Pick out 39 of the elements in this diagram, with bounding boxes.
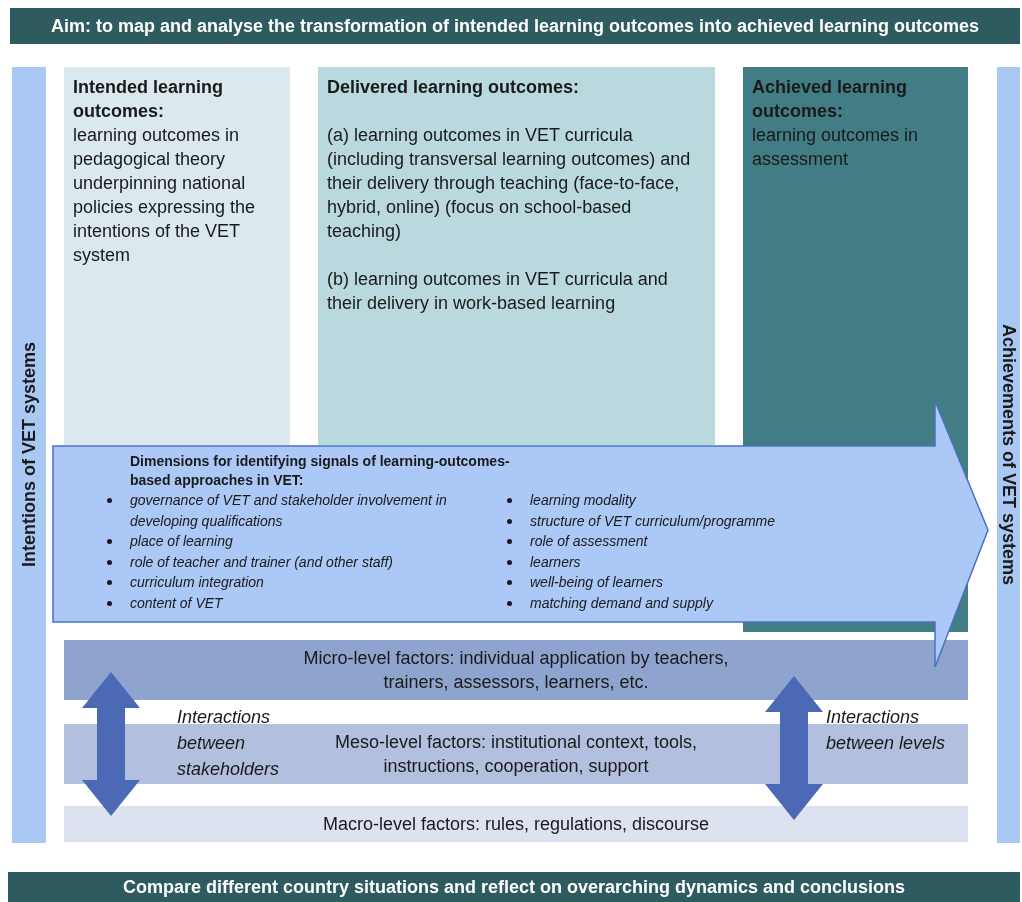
level-band bbox=[64, 640, 968, 700]
panel-text: learning outcomes in pedagogical theory underpinning national policies expressing the intentions of the VET system bbox=[73, 124, 257, 267]
bullet-text: place of learning bbox=[130, 533, 233, 549]
banner bbox=[10, 8, 1020, 44]
bullet-text: structure of VET curriculum/programme bbox=[530, 512, 776, 529]
bullet-text: learning modality bbox=[530, 492, 636, 508]
band-text: Micro-level factors: individual application by teachers, trainers, assessors, learners, etc. bbox=[302, 647, 730, 694]
bullet-text: matching demand and supply bbox=[530, 594, 713, 611]
arrow-heading: Dimensions for identifying signals of learning-outcomes-based approaches in VET: bbox=[130, 452, 511, 490]
bullet-text: curriculum integration bbox=[130, 574, 264, 590]
panel-heading: Intended learning outcomes: bbox=[73, 76, 224, 123]
band-text: Macro-level factors: rules, regulations, discourse bbox=[321, 813, 711, 836]
level-band bbox=[64, 806, 968, 842]
column-panel bbox=[318, 67, 715, 445]
bullet-text: learners bbox=[530, 553, 581, 570]
banner-text: Aim: to map and analyse the transformation of intended learning outcomes into achieved learning outcomes bbox=[50, 15, 980, 37]
annotation-text: Interactions between levels bbox=[826, 706, 947, 755]
bullet-text: role of assessment bbox=[530, 533, 648, 549]
panel-heading: Achieved learning outcomes: bbox=[752, 76, 909, 123]
side-band bbox=[997, 67, 1020, 843]
banner bbox=[8, 872, 1020, 902]
panel-heading: Delivered learning outcomes: bbox=[327, 76, 581, 99]
double-arrow bbox=[82, 672, 140, 816]
annotation-text: Interactions between stakeholders bbox=[177, 706, 281, 781]
double-arrow bbox=[765, 676, 823, 820]
panel-text: (b) learning outcomes in VET curricula and their delivery in work-based learning bbox=[327, 268, 669, 315]
side-label: Intentions of VET systems bbox=[18, 342, 40, 568]
column-panel bbox=[64, 67, 290, 445]
band-text: Meso-level factors: institutional context, tools, instructions, cooperation, support bbox=[333, 731, 699, 778]
banner-text: Compare different country situations and reflect on overarching dynamics and conclusions bbox=[122, 876, 906, 898]
side-label: Achievements of VET systems bbox=[998, 324, 1019, 586]
bullet-text: content of VET bbox=[130, 594, 223, 611]
side-band bbox=[12, 67, 46, 843]
bullet-text: well-being of learners bbox=[530, 574, 664, 590]
panel-text: learning outcomes in assessment bbox=[752, 124, 920, 171]
level-band bbox=[64, 724, 968, 784]
panel-text: (a) learning outcomes in VET curricula (including transversal learning outcomes) and their delivery through teaching (face-to-face, hybrid, online) (focus on school-based teaching) bbox=[327, 124, 692, 243]
bullet-text: role of teacher and trainer (and other staff) bbox=[130, 553, 394, 570]
block-arrow bbox=[52, 400, 990, 668]
